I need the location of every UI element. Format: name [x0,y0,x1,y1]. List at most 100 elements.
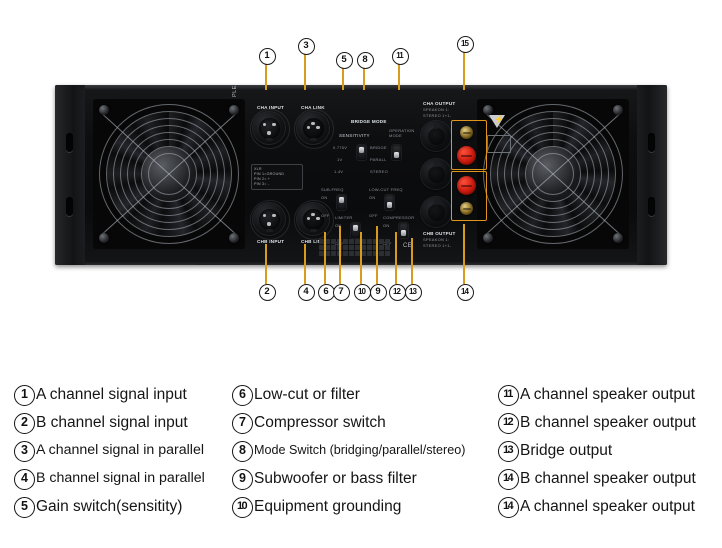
rack-slot [648,197,655,216]
fan-grille-ring [504,125,602,223]
callout-leader-line [360,232,363,284]
switch-lever [401,230,406,236]
fan-grille-ring [127,132,211,216]
limiter-switch[interactable] [351,223,360,238]
chb-output-stereo-label: STEREO 1+1- [423,243,452,248]
fan-screw [483,105,493,115]
connector-latch [309,138,317,141]
speakon-core [427,165,445,183]
chb-output-speakon-label: SPEAKON 1: [423,237,450,242]
callout-number-12: 12 [388,284,406,301]
bridge-option-label: BRIDGE [370,145,387,150]
connector-barrel [258,208,280,230]
fan-screw [229,105,239,115]
cha-positive-binding-post[interactable] [457,146,476,165]
switch-lever [394,152,399,158]
callout-leader-line [398,63,401,90]
fan-grille-ring [532,153,574,195]
chb-output-label: CHB OUTPUT [423,231,456,236]
compressor-label: COMPRESSOR [383,215,415,220]
callout-leader-line [265,244,268,284]
rack-slot [648,133,655,152]
cha-input-connector[interactable] [250,109,290,149]
limiter-on-label: ON [335,223,342,228]
lightning-bolt-glyph: ⚡ [494,115,504,124]
legend-label: B channel signal input [36,414,188,431]
legend-number-4: 4 [14,469,35,490]
legend-number-8: 8 [232,441,253,462]
callout-leader-line [342,67,345,90]
legend-label: Subwoofer or bass filter [254,470,417,487]
callout-number-5: 5 [335,52,353,69]
low-cut-off-label: OFF [369,213,378,218]
chb-speakon-output[interactable] [421,197,451,227]
legend-number-11: 11 [498,385,519,406]
cha-output-stereo-label: STEREO 1+1- [423,113,452,118]
sub-freq-switch[interactable] [337,195,346,210]
parall-option-label: PARALL [370,157,387,162]
legend-number-14: 14 [498,469,519,490]
connector-latch [265,229,273,232]
cha-link-connector[interactable] [294,109,334,149]
legend-number-14: 14 [498,497,519,518]
callout-number-4: 4 [297,284,315,301]
amplifier-rear-panel: PLEASE CLEAN YOUR DUST FILTER EVERY 30 D… [55,85,667,265]
callout-leader-line [363,67,366,90]
legend-number-7: 7 [232,413,253,434]
bridge-mode-label: BRIDGE MODE [351,119,387,124]
post-slot [462,131,471,134]
connector-latch [309,229,317,232]
rack-ear-left [55,85,85,265]
chb-input-connector[interactable] [250,200,290,240]
chb-positive-binding-post[interactable] [457,176,476,195]
legend-label: B channel speaker output [520,470,696,487]
chb-output-highlight-box [451,171,487,221]
legend-label: Compressor switch [254,414,386,431]
cooling-fan-left [93,99,245,249]
fan-screw [613,105,623,115]
mode-switch[interactable] [392,145,401,160]
chb-link-connector[interactable] [294,200,334,240]
fan-grille-ring [106,111,232,237]
center-control-plate: PLEASE CLEAN YOUR DUST FILTER EVERY 30 D… [232,85,511,259]
low-cut-switch[interactable] [385,195,394,210]
cha-speakon-output[interactable] [421,121,451,151]
rubber-foot-right [481,264,527,265]
callout-leader-line [304,53,307,90]
sensitivity-switch[interactable] [357,145,366,160]
fan-grille-ring [99,104,239,244]
callout-leader-line [324,232,327,284]
callout-number-8: 8 [356,52,374,69]
compressor-switch[interactable] [399,223,408,238]
fan-grille-ring [525,146,581,202]
low-cut-freq-label: LOW-CUT FREQ [369,187,403,192]
callout-number-1: 1 [258,48,276,65]
fan-grille-ring [113,118,225,230]
fan-grille-ring [148,153,190,195]
callout-number-15: 15 [456,36,474,53]
cha-negative-binding-post[interactable] [460,126,473,139]
xlr-pin [267,222,271,226]
bridge-speakon-output[interactable] [421,159,451,189]
chb-negative-binding-post[interactable] [460,202,473,215]
dust-filter-warning-label: PLEASE CLEAN YOUR DUST FILTER EVERY 30 D… [232,85,238,97]
xlr-plate-line2: PIN 2= + [254,176,271,181]
callout-leader-line [265,63,268,90]
xlr-plate-title: XLR [254,166,262,171]
sub-freq-on-label: ON [321,195,328,200]
rack-ear-right [637,85,667,265]
high-voltage-warning-icon: ⚡ [489,115,505,128]
legend-label: A channel speaker output [520,498,695,515]
low-cut-on-label: ON [369,195,376,200]
legend-label: Mode Switch (bridging/parallel/stereo) [254,443,466,457]
switch-lever [387,202,392,208]
connector-latch [265,138,273,141]
